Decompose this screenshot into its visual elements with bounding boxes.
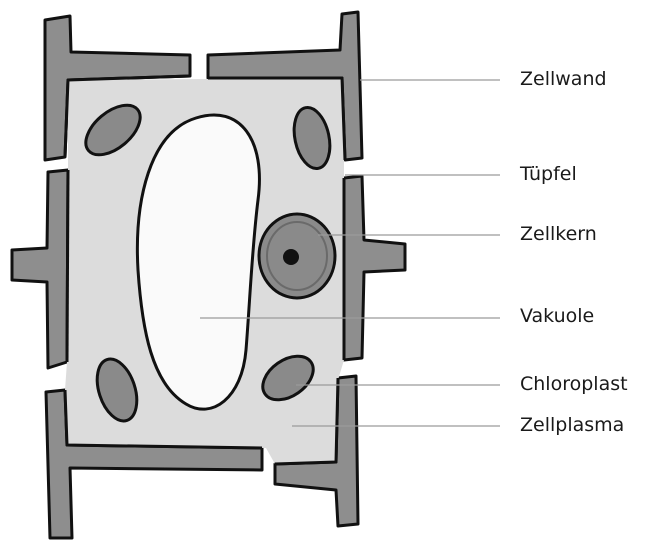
- label-chloroplast: Chloroplast: [520, 375, 628, 394]
- cell-wall-mid-right: [344, 176, 405, 360]
- label-zellwand: Zellwand: [520, 70, 607, 89]
- label-zellplasma: Zellplasma: [520, 416, 624, 435]
- label-tuepfel: Tüpfel: [520, 165, 577, 184]
- vacuole: [137, 115, 259, 409]
- label-zellkern: Zellkern: [520, 225, 597, 244]
- nucleolus: [283, 249, 299, 265]
- label-vakuole: Vakuole: [520, 307, 594, 326]
- cell-wall-mid-left: [12, 170, 68, 368]
